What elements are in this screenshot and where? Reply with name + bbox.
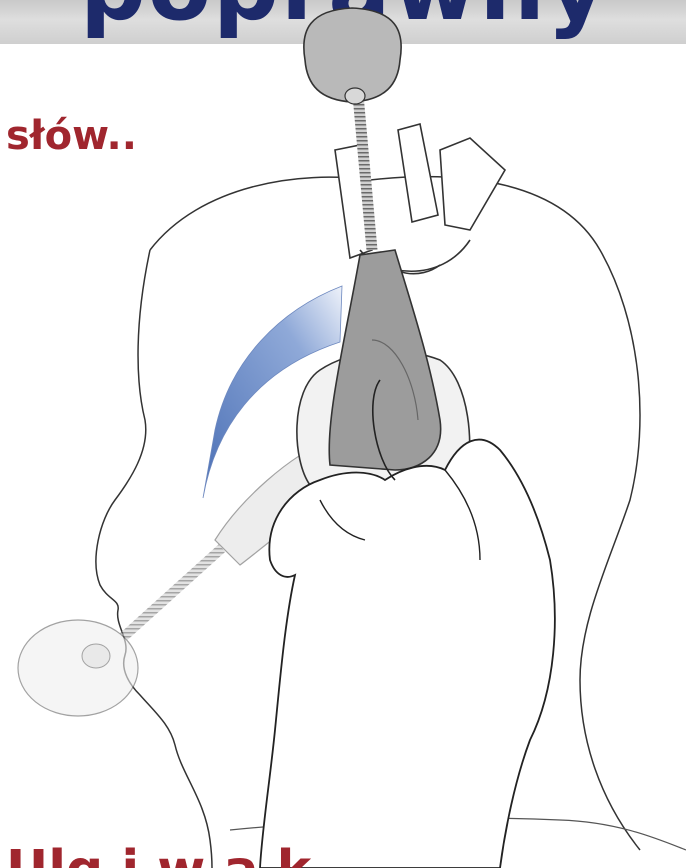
headset-body [329,250,440,470]
footer-text: Ulg i w a k [0,842,686,868]
raised-mic-head [304,8,401,104]
hand [260,440,555,868]
face-outline [96,250,212,868]
